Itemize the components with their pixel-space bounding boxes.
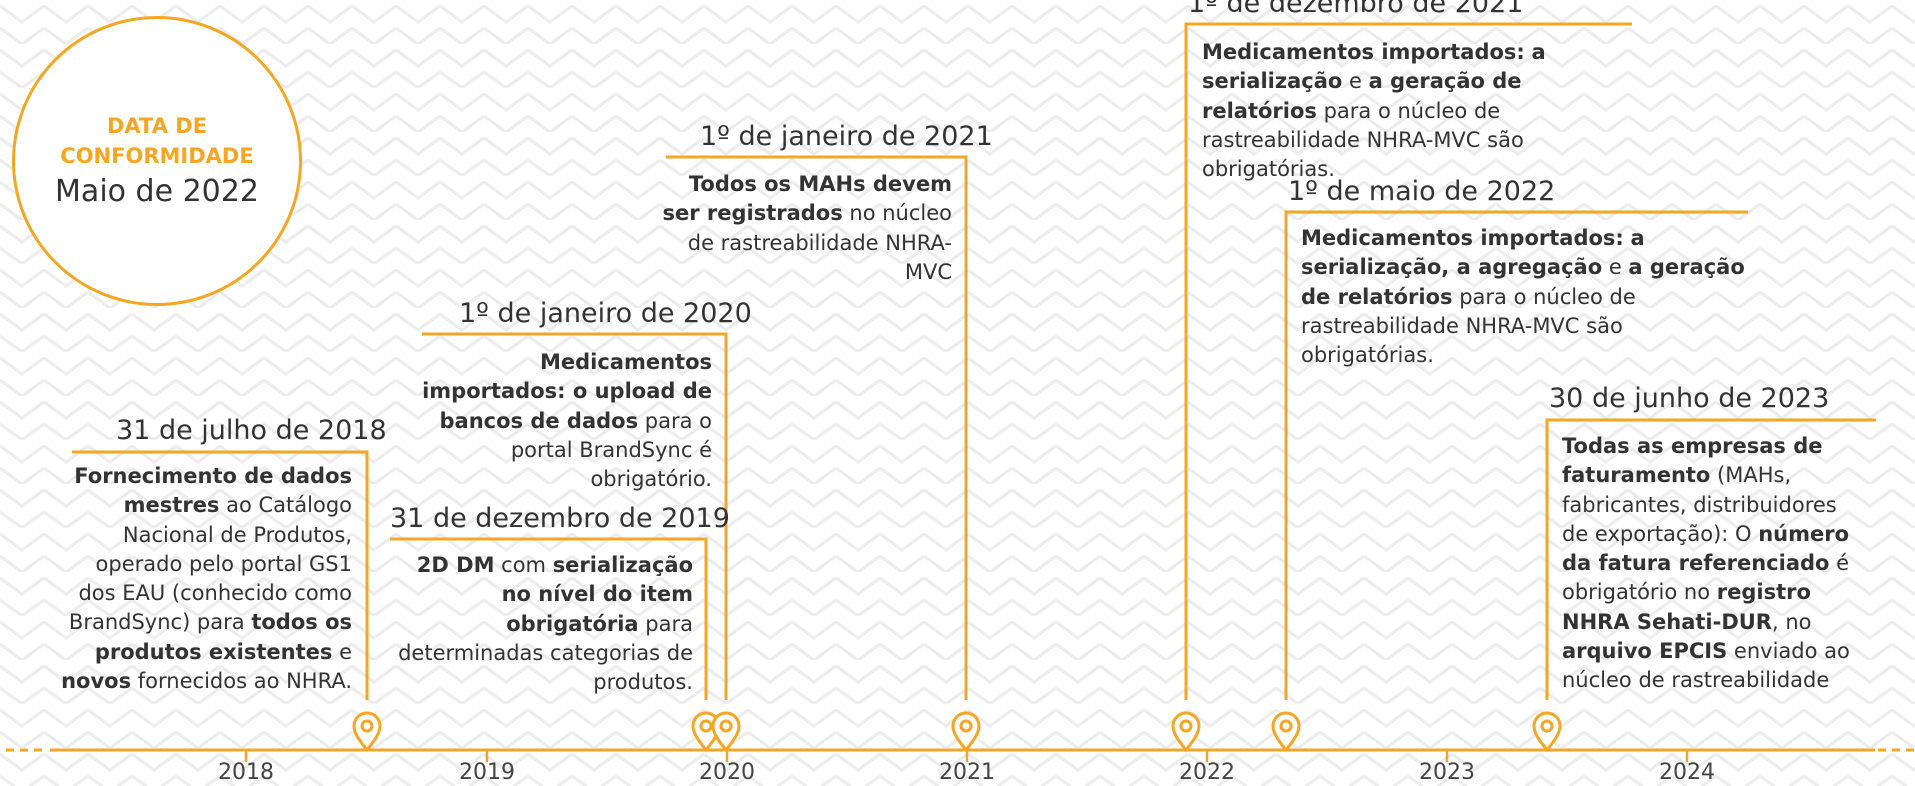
map-pin-icon (1532, 711, 1562, 753)
milestone-desc-bold-text: arquivo EPCIS (1562, 639, 1728, 664)
milestone-desc-text: enviado ao núcleo de rastreabilidade (1562, 639, 1850, 693)
milestone-desc-bold-text: 2D DM (416, 553, 495, 577)
year-label-2021: 2021 (939, 760, 995, 785)
milestone-date-may-2022: 1º de maio de 2022 (1288, 176, 1556, 207)
milestone-desc-bold-text: registro NHRA Sehati-DUR (1562, 580, 1811, 634)
connector-jan-2020 (422, 332, 728, 700)
milestone-desc-bold-text: a geração de relatórios (1301, 255, 1745, 309)
milestone-desc-text: fornecidos ao NHRA. (131, 669, 352, 694)
milestone-desc-dec-2019: 2D DM com serialização no nível do item … (395, 551, 693, 697)
compliance-label-line2: CONFORMIDADE (60, 144, 254, 168)
connector-jul-2018 (72, 450, 369, 700)
milestone-desc-bold-text: serialização no nível do item obrigatóri… (501, 553, 693, 636)
milestone-desc-text: e (1602, 255, 1629, 280)
milestone-desc-text: para o núcleo de rastreabilidade NHRA-MV… (1301, 284, 1636, 368)
compliance-label-line1: DATA DE (106, 114, 208, 138)
milestone-date-dec-2021: 1º de dezembro de 2021 (1188, 0, 1524, 19)
connector-jun-2023 (1545, 418, 1876, 700)
map-pin-icon (1271, 711, 1301, 753)
milestone-desc-text: é obrigatório no (1562, 551, 1850, 605)
milestone-desc-bold-text: a serialização (1202, 40, 1546, 94)
milestone-desc-bold-text: Todas as empresas de faturamento (1562, 434, 1823, 488)
milestone-desc-bold-text: Medicamentos importados: o upload de ban… (422, 350, 712, 433)
milestone-desc-text: com (494, 553, 553, 577)
map-pin-icon (352, 711, 382, 753)
connector-may-2022 (1284, 210, 1748, 700)
connector-jan-2021 (666, 155, 968, 700)
milestone-desc-jan-2021: Todos os MAHs devem ser registrados no n… (650, 170, 952, 287)
milestone-desc-text (1525, 40, 1532, 64)
milestone-desc-text: no núcleo de rastreabilidade NHRA-MVC (687, 201, 952, 284)
compliance-date-value: Maio de 2022 (55, 174, 259, 209)
milestone-desc-jan-2020: Medicamentos importados: o upload de ban… (412, 348, 712, 494)
milestone-desc-text: e (1342, 69, 1369, 94)
map-pin-icon (951, 711, 981, 753)
milestone-desc-bold-text: número da fatura referenciado (1562, 521, 1850, 576)
map-pin-icon (1171, 711, 1201, 753)
year-label-2022: 2022 (1179, 760, 1235, 785)
year-label-2023: 2023 (1419, 760, 1475, 785)
year-label-2018: 2018 (218, 760, 274, 785)
map-pin-icon (711, 711, 741, 753)
milestone-date-jan-2020: 1º de janeiro de 2020 (459, 298, 752, 329)
milestone-date-jan-2021: 1º de janeiro de 2021 (700, 121, 993, 152)
compliance-date-badge: DATA DE CONFORMIDADE Maio de 2022 (12, 16, 302, 306)
milestone-desc-may-2022: Medicamentos importados: a serialização,… (1301, 224, 1751, 370)
milestone-desc-text: ao Catálogo Nacional de Produtos, operad… (68, 493, 352, 635)
connector-dec-2019 (390, 537, 708, 700)
milestone-desc-jun-2023: Todas as empresas de faturamento (MAHs, … (1562, 432, 1862, 696)
connector-dec-2021 (1184, 22, 1632, 700)
milestone-desc-bold-text: Medicamentos importados: (1301, 226, 1624, 250)
milestone-desc-text: (MAHs, fabricantes, distribuidores de ex… (1562, 463, 1837, 546)
milestone-desc-bold-text: todos os produtos existentes (94, 610, 352, 664)
milestone-desc-bold-text: Fornecimento de dados mestres (74, 464, 352, 518)
milestone-date-dec-2019: 31 de dezembro de 2019 (390, 503, 730, 534)
milestone-desc-dec-2021: Medicamentos importados: a serialização … (1202, 38, 1642, 184)
milestone-date-jun-2023: 30 de junho de 2023 (1549, 383, 1830, 414)
milestone-desc-text (1624, 226, 1631, 250)
milestone-desc-text: , no (1771, 609, 1812, 634)
milestone-desc-text: e (332, 639, 352, 664)
milestone-date-jul-2018: 31 de julho de 2018 (116, 415, 387, 446)
milestone-desc-text: para determinadas categorias de produtos… (398, 611, 693, 695)
milestone-desc-text: para o portal BrandSync é obrigatório. (510, 408, 712, 492)
milestone-desc-bold-text: Medicamentos importados: (1202, 40, 1525, 64)
year-label-2024: 2024 (1659, 760, 1715, 785)
year-label-2019: 2019 (459, 760, 515, 785)
milestone-desc-bold-text: a geração de relatórios (1202, 69, 1522, 123)
milestone-desc-text: para o núcleo de rastreabilidade NHRA-MV… (1202, 98, 1524, 182)
milestone-desc-jul-2018: Fornecimento de dados mestres ao Catálog… (52, 462, 352, 696)
milestone-desc-bold-text: novos (61, 669, 132, 694)
year-label-2020: 2020 (699, 760, 755, 785)
milestone-desc-bold-text: Todos os MAHs devem ser registrados (662, 172, 952, 226)
milestone-desc-bold-text: a serialização, a agregação (1301, 226, 1645, 280)
